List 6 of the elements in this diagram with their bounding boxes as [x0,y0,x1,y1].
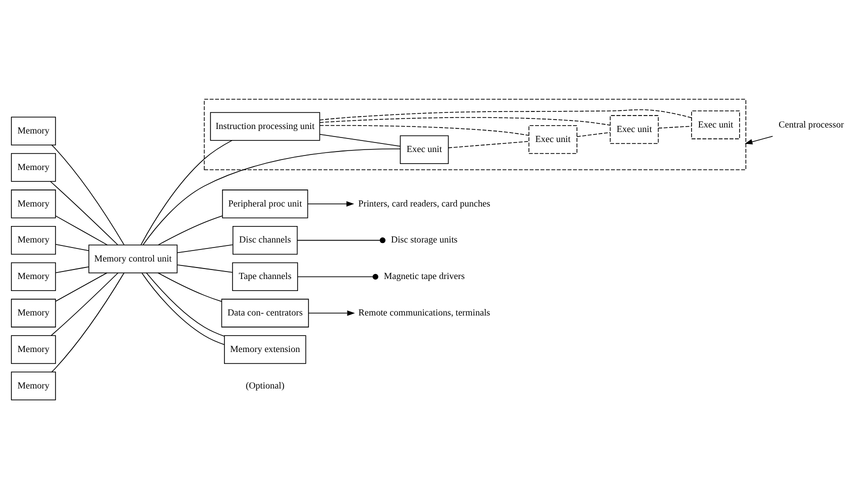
node-text: Central processor [778,120,844,130]
node-label: (Optional) [246,381,284,392]
node-text: Printers, card readers, card punches [358,199,490,210]
node-text: Disc storage units [391,236,458,246]
node-text: Remote communications, terminals [358,308,490,319]
node-text: Magnetic tape drivers [384,272,465,282]
